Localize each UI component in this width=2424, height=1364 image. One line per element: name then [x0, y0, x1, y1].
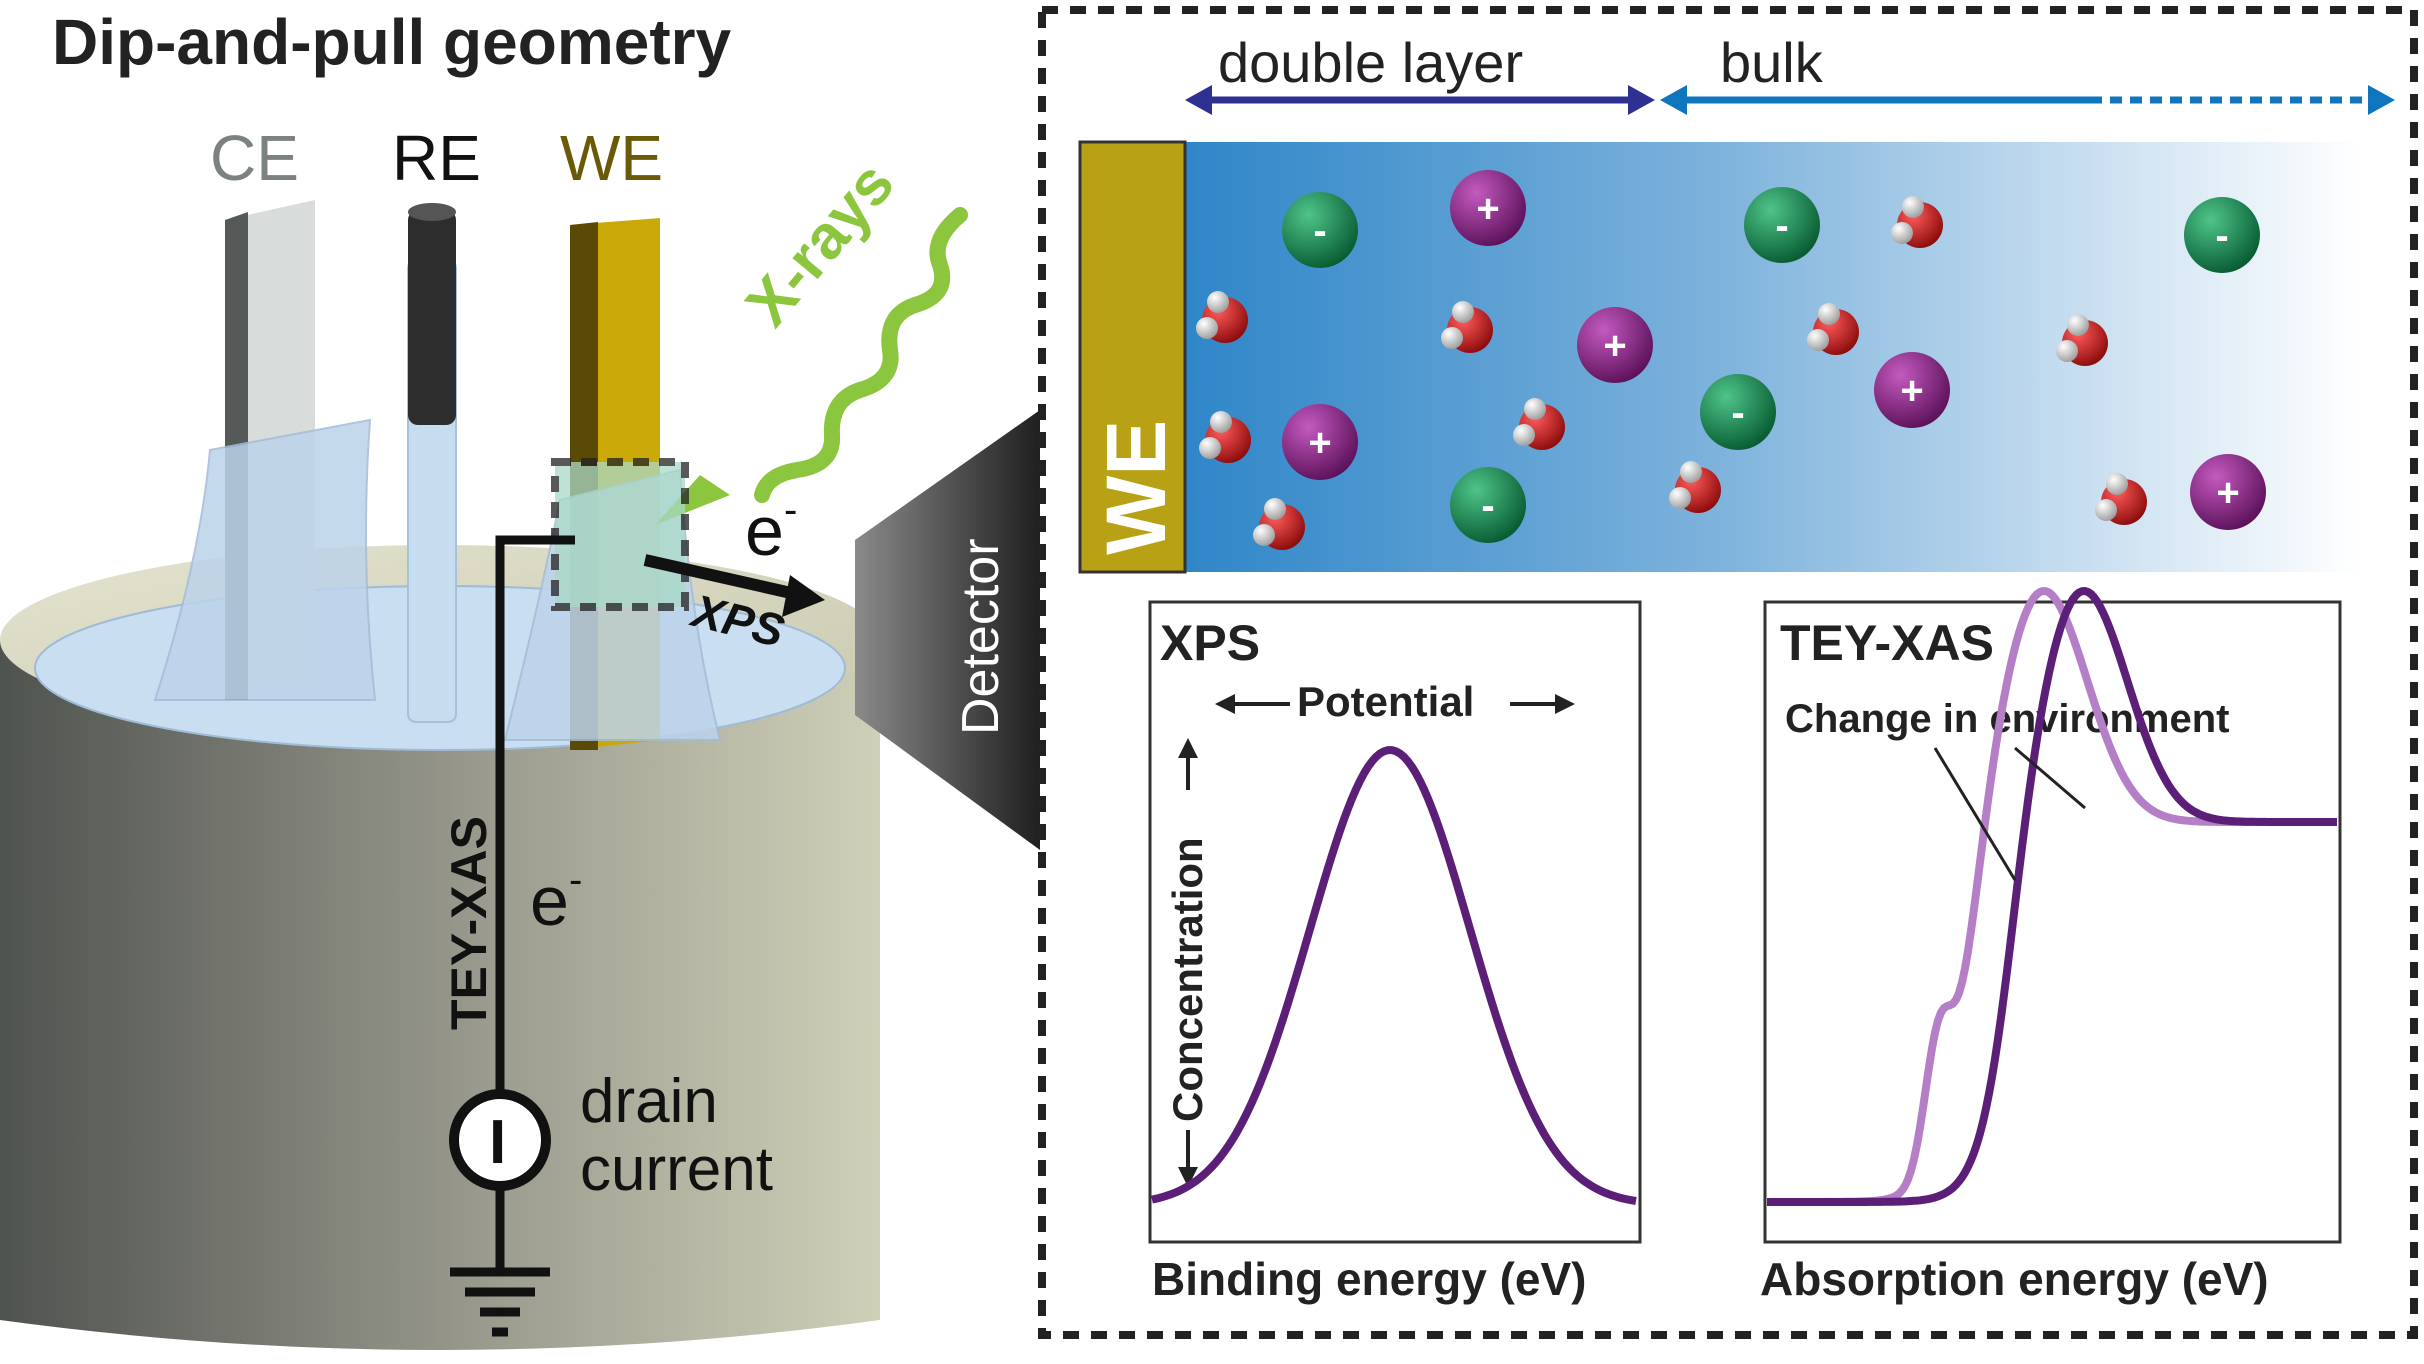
analysis-spot: [551, 458, 689, 611]
water-molecule: [1513, 398, 1565, 450]
ground-icon: [450, 1267, 550, 1337]
double-layer-label: double layer: [1218, 31, 1523, 94]
xps-electron-symbol: e-: [745, 488, 797, 570]
anion: -: [1450, 467, 1526, 543]
drain-current-circuit: [449, 535, 575, 1270]
xas-plot-frame: [1763, 600, 2342, 1244]
xps-xlabel: Binding energy (eV): [1152, 1253, 1586, 1305]
svg-text:-: -: [2215, 214, 2228, 258]
water-molecule: [1196, 291, 1248, 343]
concentration-arrow: [1178, 738, 1198, 1187]
cation: +: [2190, 454, 2266, 530]
water-molecule: [1891, 196, 1943, 248]
environment-annotation: Change in environment: [1785, 697, 2230, 741]
we-label: WE: [560, 122, 663, 194]
bulk-label: bulk: [1720, 31, 1824, 94]
cation: +: [1874, 352, 1950, 428]
double-layer-arrow: [1185, 85, 1655, 115]
svg-text:+: +: [1603, 324, 1626, 368]
inset-frame: [1038, 6, 2418, 1339]
svg-text:+: +: [1476, 187, 1499, 231]
tey-electron-symbol: e-: [530, 858, 582, 940]
svg-text:+: +: [2216, 471, 2239, 515]
svg-text:+: +: [1900, 369, 1923, 413]
annotation-leaders: [1933, 746, 2086, 881]
xps-panel-title: XPS: [1160, 615, 1260, 671]
we-interface-label: WE: [1089, 420, 1183, 555]
anion: -: [1700, 374, 1776, 450]
drain-label-line2: current: [580, 1135, 773, 1204]
water-molecule: [2056, 314, 2108, 366]
water-molecule: [1669, 461, 1721, 513]
xps-electron-arrow: [643, 554, 825, 617]
ce-label: CE: [210, 122, 299, 194]
bulk-arrow: [1660, 85, 2395, 115]
xps-peak-curve: [1151, 746, 1637, 1205]
counter-electrode: [153, 200, 377, 701]
we-interface-block: [1078, 140, 1187, 574]
water-molecule: [1253, 498, 1305, 550]
svg-text:-: -: [1775, 204, 1788, 248]
drain-label-line1: drain: [580, 1067, 718, 1136]
ammeter-symbol: I: [489, 1108, 506, 1177]
re-label: RE: [392, 122, 481, 194]
water-molecule: [2095, 473, 2147, 525]
cation: +: [1282, 404, 1358, 480]
water-molecule: [1807, 303, 1859, 355]
xas-spectrum-reference: [1767, 586, 2337, 1206]
xas-panel-title: TEY-XAS: [1780, 615, 1994, 671]
concentration-label: Concentration: [1164, 837, 1211, 1122]
tey-path-label: TEY-XAS: [441, 816, 497, 1030]
potential-label: Potential: [1297, 678, 1474, 725]
water-molecule: [1441, 301, 1493, 353]
anion: -: [1282, 192, 1358, 268]
anion: -: [2184, 197, 2260, 273]
cation: +: [1450, 170, 1526, 246]
xrays-label: X-rays: [733, 149, 908, 339]
svg-text:-: -: [1731, 391, 1744, 435]
figure-title: Dip-and-pull geometry: [52, 6, 732, 78]
svg-text:+: +: [1308, 421, 1331, 465]
cation: +: [1577, 307, 1653, 383]
svg-text:-: -: [1481, 484, 1494, 528]
anion: -: [1744, 187, 1820, 263]
potential-arrow: [1215, 694, 1575, 714]
svg-text:-: -: [1313, 209, 1326, 253]
detector: [855, 410, 1040, 850]
detector-label: Detector: [952, 538, 1010, 735]
solvated-species: - + + - - + + - - +: [1196, 170, 2266, 550]
water-molecule: [1199, 411, 1251, 463]
xas-xlabel: Absorption energy (eV): [1760, 1253, 2269, 1305]
reference-electrode: [407, 203, 457, 723]
